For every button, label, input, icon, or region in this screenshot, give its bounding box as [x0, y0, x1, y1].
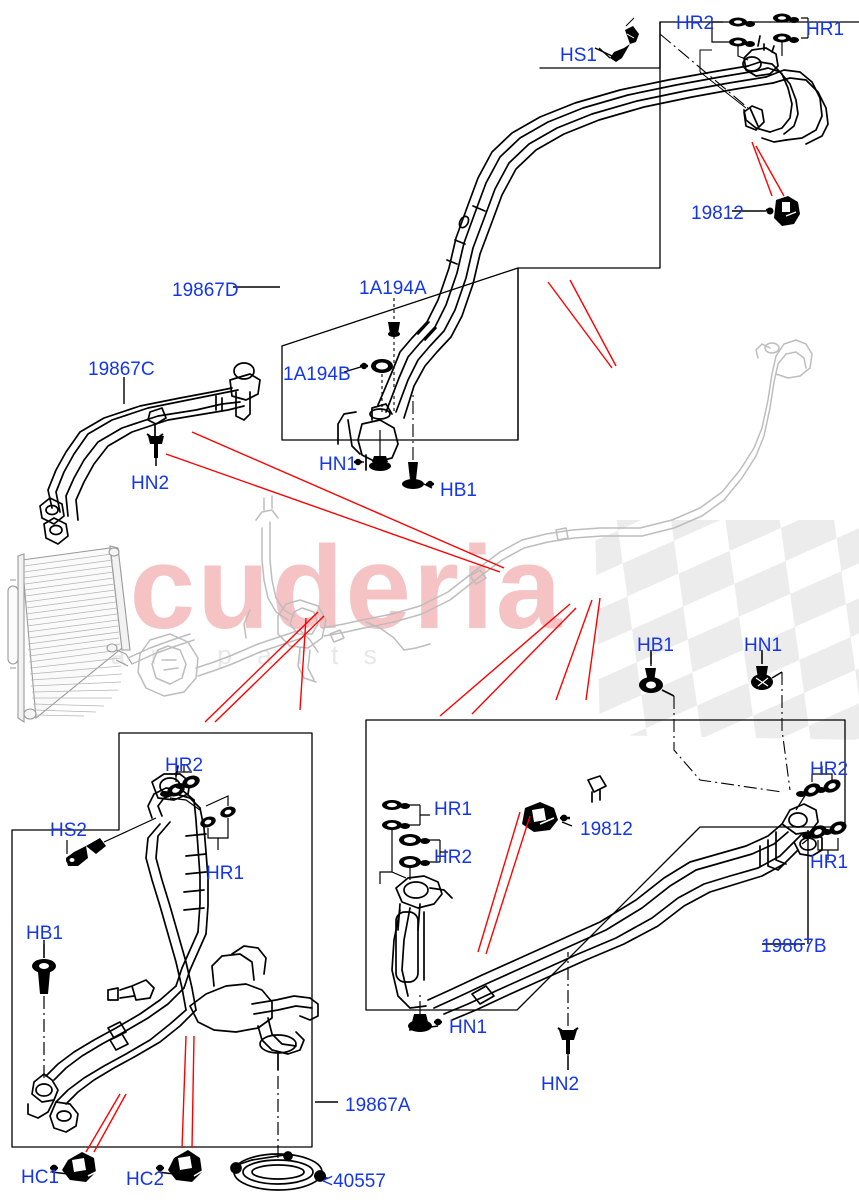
label-hn2-c: HN2 [131, 473, 170, 494]
label-1a194a: 1A194A [359, 278, 427, 299]
label-hr2-bottom-mid: HR2 [434, 847, 473, 868]
label-hc1: HC1 [21, 1167, 60, 1188]
label-hs1: HS1 [560, 45, 597, 66]
label-hb1-d: HB1 [440, 480, 477, 501]
part-19812-clamp-bottom [522, 802, 570, 832]
panel-top-right-border [539, 21, 661, 69]
part-1a194a-cap [388, 322, 400, 337]
pipe-assembly-19867d [337, 65, 774, 471]
label-hb1-bottom-left: HB1 [26, 923, 63, 944]
label-19867a: 19867A [345, 1095, 411, 1116]
label-hn1-mid-right: HN1 [744, 635, 783, 656]
seal-group-hr-bottom-left [160, 764, 236, 850]
panel-19867d-border [281, 21, 859, 441]
label-hr2-bottom-left: HR2 [165, 755, 204, 776]
part-hn1-nut-mid-right [751, 652, 783, 690]
part-hc2-clip [156, 1150, 205, 1182]
label-1a194b: 1A194B [283, 364, 351, 385]
seal-group-hr1-bottom-mid [379, 800, 448, 884]
pipe-assembly-19867b [391, 775, 823, 1021]
label-hn1-bottom: HN1 [449, 1017, 488, 1038]
pipe-assembly-19867c [39, 362, 261, 545]
checkered-flag-icon [595, 520, 859, 740]
label-40557: <40557 [322, 1171, 386, 1192]
label-19867d: 19867D [172, 280, 239, 301]
part-hb1-bolt-bottom-left [32, 944, 56, 1078]
red-leader-lines [85, 141, 785, 1153]
label-hr1-bottom-left: HR1 [206, 863, 245, 884]
ghost-pipe-routing-mid [127, 339, 813, 697]
panel-19867b-border [365, 719, 846, 1011]
label-19867c: 19867C [88, 359, 155, 380]
pipe-end-fittings-top-right [742, 35, 829, 145]
part-40557-gasket [230, 1072, 326, 1191]
label-hr1-top: HR1 [806, 19, 845, 40]
label-hr1-bottom-right: HR1 [810, 852, 849, 873]
part-19812-clamp-top [766, 196, 800, 226]
label-19812-top: 19812 [691, 203, 744, 224]
label-hn1-d: HN1 [319, 454, 358, 475]
construction-line-top [659, 33, 749, 109]
label-hr2-bottom-right: HR2 [810, 759, 849, 780]
label-hb1-mid-right: HB1 [637, 635, 674, 656]
seal-group-hr2-top [711, 13, 818, 61]
part-hn2-clip-bottom-b [557, 952, 579, 1070]
label-19867b: 19867B [761, 936, 827, 957]
part-hs1-screw [610, 26, 639, 62]
label-hs2: HS2 [50, 820, 87, 841]
part-hn1-nut-d [354, 430, 391, 471]
part-1a194b-oring [360, 359, 393, 373]
panel-19867a-border [11, 732, 313, 1148]
part-hb1-bolt-d [402, 462, 434, 489]
label-hc2: HC2 [126, 1169, 165, 1190]
label-hn2-bottom: HN2 [541, 1074, 580, 1095]
label-hr2-top: HR2 [676, 13, 715, 34]
part-hc1-clip [50, 1152, 101, 1182]
label-19812-bottom: 19812 [580, 819, 633, 840]
seal-group-hr-bottom-right [795, 766, 847, 860]
label-hr1-bottom-mid: HR1 [434, 799, 473, 820]
condenser-assembly [7, 545, 133, 724]
part-hb1-bolt-mid-right [639, 652, 675, 697]
label-leader-lines [43, 47, 809, 1179]
part-hs2-screw [66, 817, 157, 866]
